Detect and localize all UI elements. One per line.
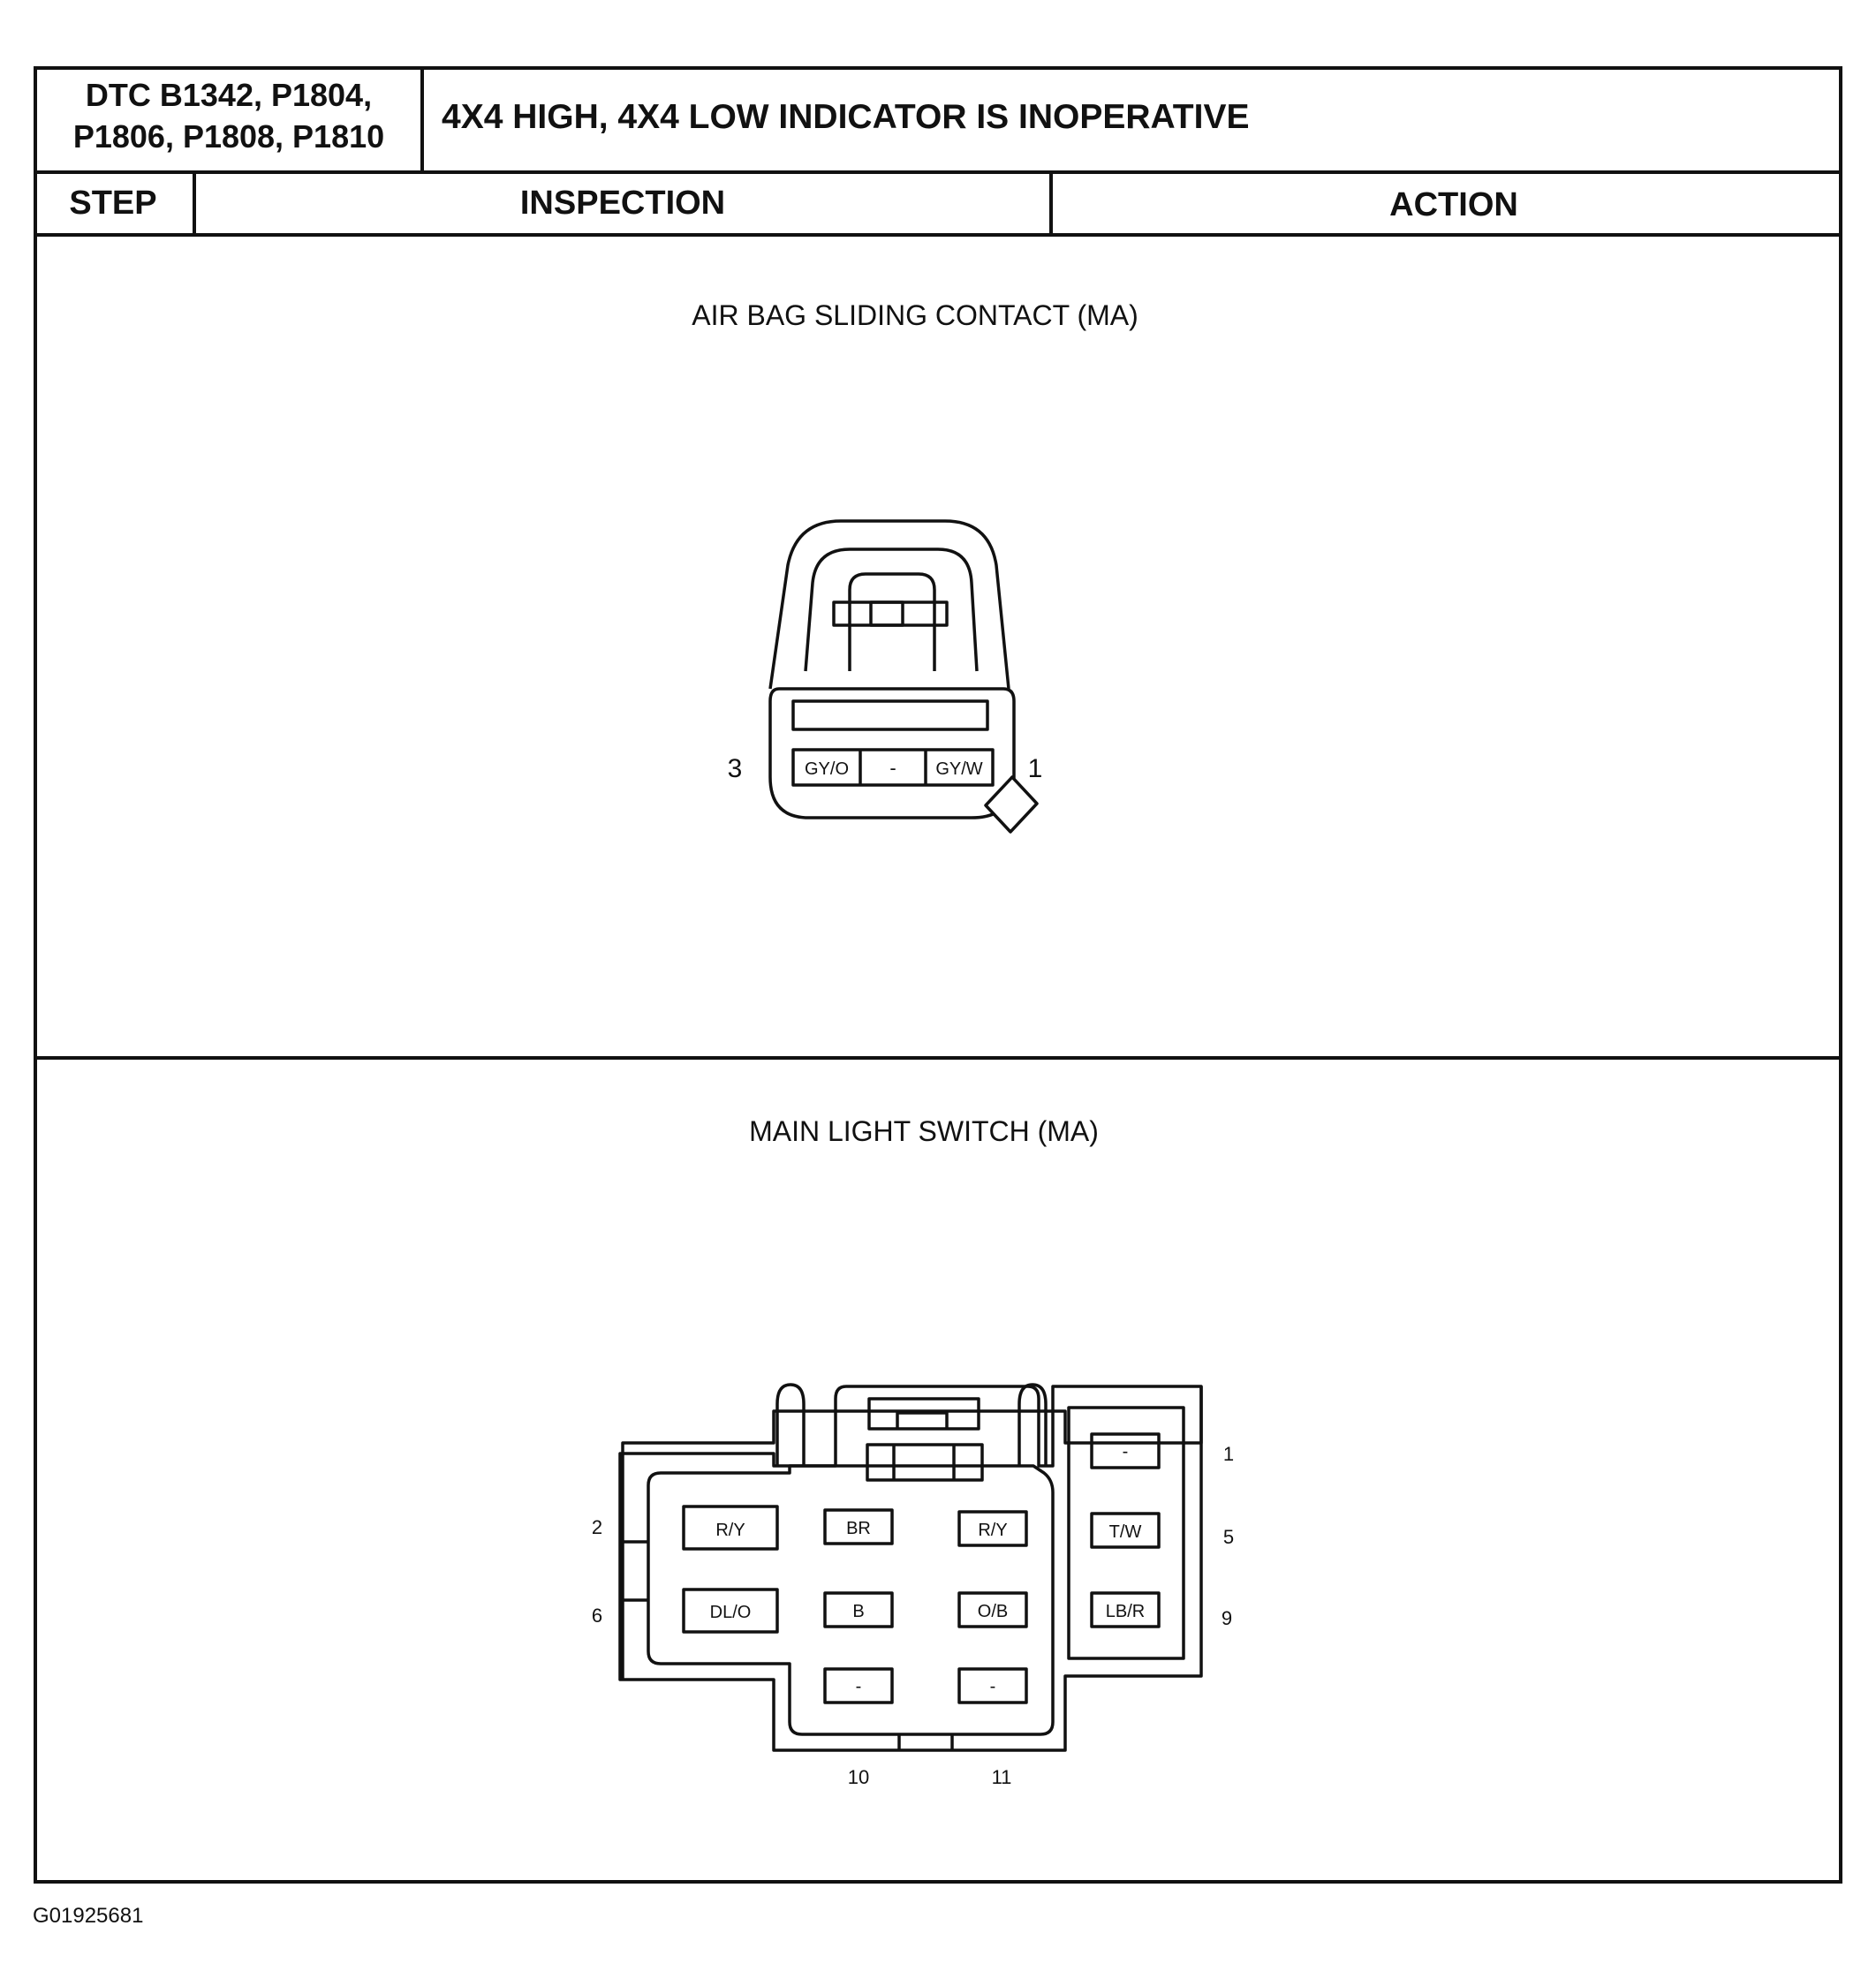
switch-pin-label-5: 5 bbox=[1223, 1526, 1234, 1548]
airbag-connector-drawing bbox=[768, 519, 1039, 834]
switch-terminal-side2: T/W bbox=[1109, 1522, 1142, 1542]
switch-terminal-r1c1: R/Y bbox=[715, 1521, 745, 1540]
switch-terminal-r2c3: O/B bbox=[978, 1602, 1008, 1621]
connector1-title: AIR BAG SLIDING CONTACT (MA) bbox=[692, 299, 1138, 331]
switch-terminal-side3: LB/R bbox=[1106, 1602, 1145, 1621]
dtc-codes-line1: DTC B1342, P1804, bbox=[86, 77, 372, 113]
airbag-terminal-3: GY/W bbox=[935, 759, 982, 779]
switch-terminal-r1c3: R/Y bbox=[978, 1521, 1007, 1540]
figure-id: G01925681 bbox=[33, 1904, 143, 1928]
airbag-pin-label-left: 3 bbox=[728, 754, 743, 783]
switch-pin-label-9: 9 bbox=[1222, 1607, 1232, 1629]
switch-pin-label-1: 1 bbox=[1223, 1443, 1234, 1465]
symptom-title: 4X4 HIGH, 4X4 LOW INDICATOR IS INOPERATI… bbox=[442, 98, 1249, 136]
airbag-terminal-1: GY/O bbox=[805, 759, 849, 779]
switch-pin-label-6: 6 bbox=[592, 1605, 602, 1627]
switch-pin-label-2: 2 bbox=[592, 1516, 602, 1538]
table-frame bbox=[34, 66, 1842, 1884]
airbag-terminal-2: - bbox=[889, 757, 896, 779]
switch-terminal-r2c2: B bbox=[852, 1602, 864, 1621]
switch-terminal-r3c3: - bbox=[990, 1677, 996, 1696]
connector2-title: MAIN LIGHT SWITCH (MA) bbox=[749, 1115, 1099, 1147]
dtc-codes-line2: P1806, P1808, P1810 bbox=[73, 118, 384, 155]
switch-terminal-r1c2: BR bbox=[846, 1519, 871, 1538]
switch-pin-label-11: 11 bbox=[992, 1766, 1012, 1788]
column-action: ACTION bbox=[1389, 186, 1518, 223]
switch-terminal-side1: - bbox=[1123, 1442, 1129, 1461]
column-step: STEP bbox=[69, 185, 156, 222]
switch-terminal-r3c2: - bbox=[856, 1677, 862, 1696]
airbag-pin-label-right: 1 bbox=[1028, 754, 1043, 783]
column-inspection: INSPECTION bbox=[520, 185, 725, 222]
switch-pin-label-10: 10 bbox=[848, 1766, 869, 1788]
switch-terminal-r2c1: DL/O bbox=[710, 1603, 752, 1622]
light-switch-connector-drawing bbox=[618, 1383, 1203, 1752]
